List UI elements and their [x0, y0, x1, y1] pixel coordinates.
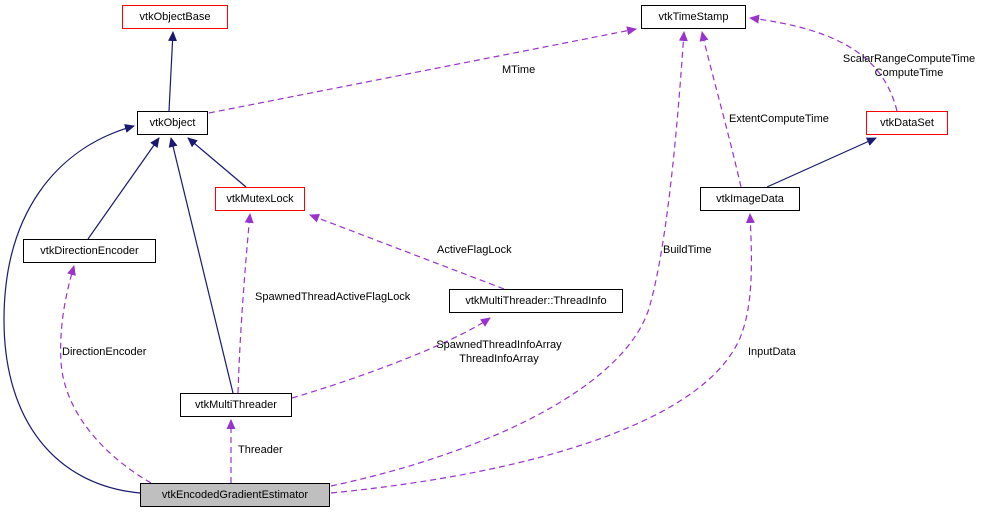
edge-inherit-vtkimagedata-vtkdataset [766, 137, 877, 188]
edge-inherit-vtkdirectionencoder-vtkobject [87, 137, 160, 240]
edge-label-line: ComputeTime [874, 67, 944, 79]
edge-label-activeflaglock: ActiveFlagLock [437, 244, 512, 256]
node-vtkmultithreader[interactable]: vtkMultiThreader [180, 393, 292, 417]
edge-inherit-vtkobject-vtkobjectbase [168, 31, 178, 112]
edge-label-inputdata: InputData [748, 346, 796, 358]
edge-label-line: ScalarRangeComputeTime [842, 53, 976, 65]
node-vtkimagedata[interactable]: vtkImageData [700, 187, 800, 211]
node-vtkmutexlock[interactable]: vtkMutexLock [215, 187, 305, 211]
node-vtkmultithreader-threadinfo[interactable]: vtkMultiThreader::ThreadInfo [449, 289, 623, 313]
edge-usage-activeflaglock [309, 214, 505, 290]
edge-label-spawnedthreadactiveflaglock: SpawnedThreadActiveFlagLock [255, 291, 411, 303]
node-vtkdataset[interactable]: vtkDataSet [866, 111, 948, 135]
edge-usage-threadinfoarray [291, 317, 491, 399]
edge-usage-inputdata [330, 213, 755, 494]
edge-usage-directionencoder [60, 265, 152, 484]
edge-label-directionencoder: DirectionEncoder [62, 346, 147, 358]
edge-inherit-vtkmutexlock-vtkobject [187, 137, 247, 188]
edge-inherit-vtkencodedgradientestimator-vtkobject [3, 124, 141, 494]
node-vtktimestamp[interactable]: vtkTimeStamp [641, 5, 746, 29]
edge-label-line: ThreadInfoArray [459, 353, 539, 365]
edge-label-scalarrangecomputetime: ScalarRangeComputeTime ComputeTime [833, 52, 985, 80]
edge-label-mtime: MTime [502, 64, 536, 76]
edge-usage-spawnedthreadactiveflaglock [237, 213, 254, 394]
edge-label-extentcomputetime: ExtentComputeTime [729, 113, 829, 125]
edge-usage-mtime [208, 26, 637, 114]
node-vtkdirectionencoder[interactable]: vtkDirectionEncoder [23, 239, 156, 263]
edge-usage-buildtime [330, 31, 688, 487]
node-vtkobject[interactable]: vtkObject [137, 111, 208, 135]
edge-label-line: SpawnedThreadInfoArray [436, 339, 562, 351]
edge-label-threader: Threader [238, 444, 283, 456]
edge-usage-extentcomputetime [699, 31, 742, 188]
edge-label-spawnedthreadinfoarray: SpawnedThreadInfoArray ThreadInfoArray [427, 338, 571, 366]
edge-inherit-vtkmultithreader-vtkobject [168, 137, 234, 394]
edge-label-buildtime: BuildTime [663, 244, 712, 256]
node-vtkencodedgradientestimator: vtkEncodedGradientEstimator [140, 483, 330, 507]
edge-usage-scalarrangecomputetime [749, 14, 898, 112]
node-vtkobjectbase[interactable]: vtkObjectBase [122, 5, 228, 29]
